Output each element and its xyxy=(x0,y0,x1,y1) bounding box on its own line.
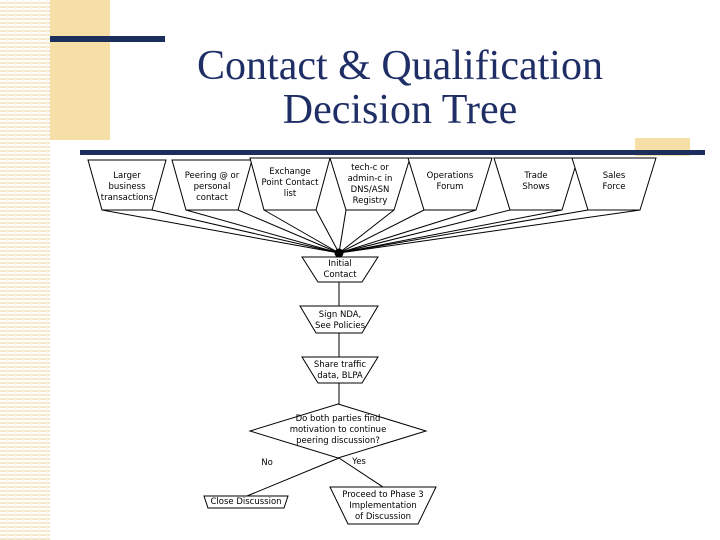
title-line-1: Contact & Qualification xyxy=(197,43,603,89)
source-label-trade-shows: Trade Shows xyxy=(522,171,550,192)
source-label-sales-force: Sales Force xyxy=(602,171,626,192)
close-discussion-box xyxy=(203,495,289,509)
decision-label: Do both parties find motivation to conti… xyxy=(289,414,387,446)
source-label-peering-personal: Peering @ or personal contact xyxy=(184,171,240,203)
yes-label: Yes xyxy=(352,457,366,467)
page-title: Contact & Qualification Decision Tree xyxy=(130,44,670,132)
striped-margin xyxy=(0,0,50,540)
source-label-exchange-point: Exchange Point Contact list xyxy=(261,167,319,199)
converging-lines xyxy=(101,209,641,254)
title-line-2: Decision Tree xyxy=(282,87,518,133)
sign-nda-label: Sign NDA, See Policies xyxy=(315,310,365,331)
initial-contact-label: Initial Contact xyxy=(323,259,357,280)
source-label-tech-c: tech-c or admin-c in DNS/ASN Registry xyxy=(347,163,393,206)
initial-contact-box xyxy=(301,256,379,283)
source-label-operations-forum: Operations Forum xyxy=(426,171,474,192)
tan-accent-block xyxy=(50,0,110,140)
source-label-larger-business: Larger business transactions xyxy=(100,171,154,203)
close-discussion-label: Close Discussion xyxy=(210,497,282,507)
proceed-label: Proceed to Phase 3 Implementation of Dis… xyxy=(342,490,424,522)
proceed-box xyxy=(329,486,437,525)
no-label: No xyxy=(261,458,273,468)
sign-nda-box xyxy=(299,305,379,334)
navy-accent-bar-top xyxy=(50,36,165,42)
share-traffic-label: Share traffic data, BLPA xyxy=(313,360,367,381)
share-traffic-box xyxy=(301,356,379,384)
flow-connectors xyxy=(246,253,384,497)
navy-accent-bar-divider xyxy=(80,150,705,155)
